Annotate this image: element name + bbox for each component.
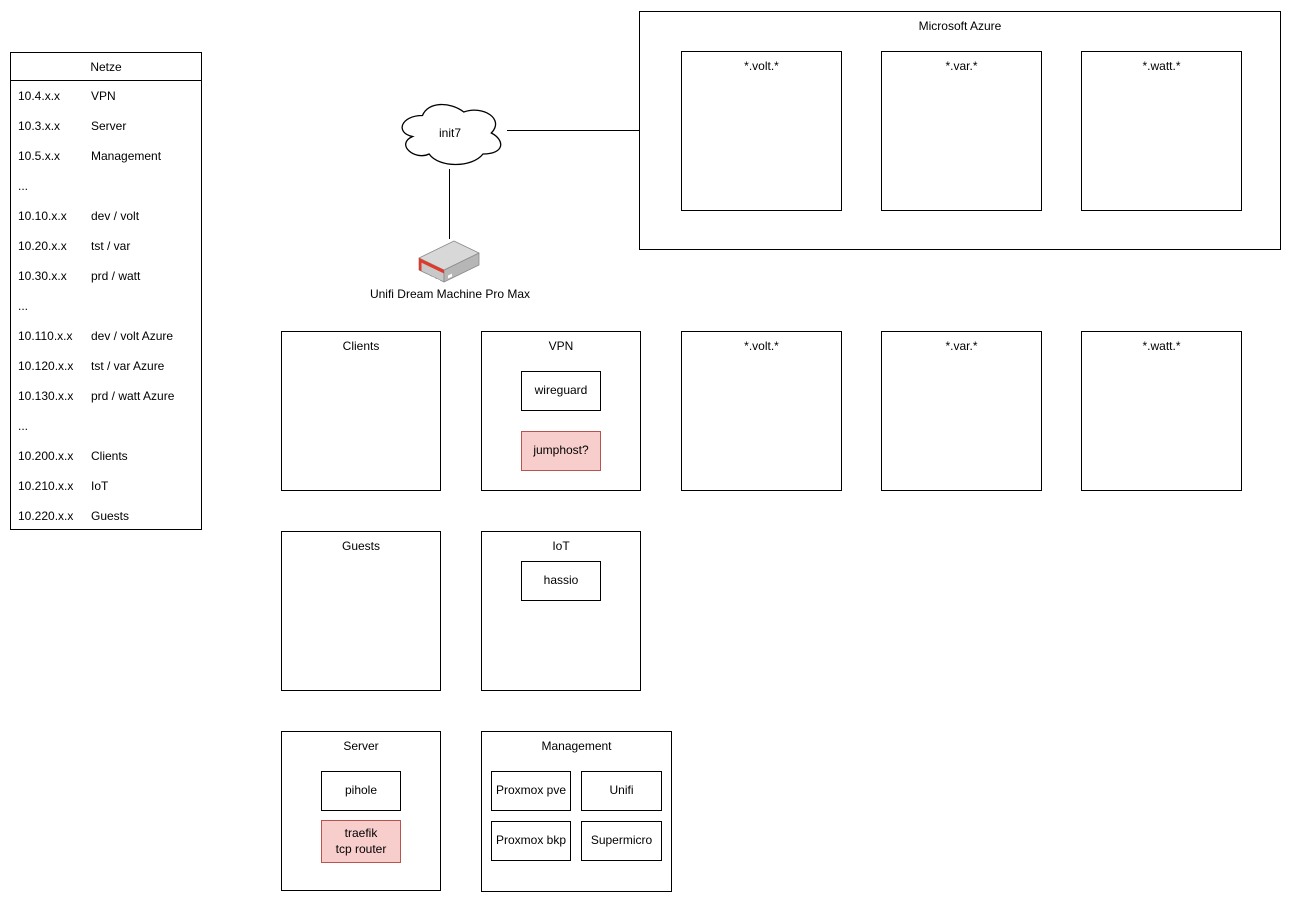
netze-table-body: 10.4.x.x VPN 10.3.x.x Server 10.5.x.x Managem… [11, 81, 201, 531]
zone-var: *.var.* [881, 331, 1042, 491]
netze-row-ip: 10.30.x.x [18, 269, 67, 283]
zone-volt-title: *.volt.* [744, 339, 779, 353]
netze-row-name: dev / volt [91, 209, 140, 223]
node-wireguard: wireguard [521, 371, 601, 411]
netze-row-name: VPN [91, 89, 116, 103]
netze-row: 10.120.x.x tst / var Azure [11, 351, 201, 381]
netze-row: 10.4.x.x VPN [11, 81, 201, 111]
node-pihole: pihole [321, 771, 401, 811]
azure-box-volt: *.volt.* [681, 51, 842, 211]
netze-row: 10.200.x.x Clients [11, 441, 201, 471]
zone-watt: *.watt.* [1081, 331, 1242, 491]
connector-cloud-to-router [449, 169, 450, 239]
node-unifi: Unifi [581, 771, 662, 811]
node-proxmox-bkp: Proxmox bkp [491, 821, 571, 861]
netze-row-ip: 10.4.x.x [18, 89, 61, 103]
zone-management: Management [481, 731, 672, 892]
netze-row-name: tst / var [91, 239, 131, 253]
zone-volt: *.volt.* [681, 331, 842, 491]
zone-watt-title: *.watt.* [1142, 339, 1181, 353]
netze-row: 10.5.x.x Management [11, 141, 201, 171]
netze-row: 10.3.x.x Server [11, 111, 201, 141]
netze-row-name: Clients [91, 449, 128, 463]
node-supermicro: Supermicro [581, 821, 662, 861]
zone-guests: Guests [281, 531, 441, 691]
zone-guests-title: Guests [341, 539, 380, 553]
router-label: Unifi Dream Machine Pro Max [369, 287, 531, 301]
node-proxmox-pve: Proxmox pve [491, 771, 571, 811]
node-hassio: hassio [521, 561, 601, 601]
netze-row-ip: 10.10.x.x [18, 209, 67, 223]
netze-row: 10.110.x.x dev / volt Azure [11, 321, 201, 351]
zone-iot-title: IoT [552, 539, 570, 553]
netze-row-name: dev / volt Azure [91, 329, 174, 343]
zone-vpn-title: VPN [548, 339, 574, 353]
netze-row: 10.30.x.x prd / watt [11, 261, 201, 291]
netze-row: 10.20.x.x tst / var [11, 231, 201, 261]
netze-row-ip: ... [18, 419, 29, 433]
zone-server: Server [281, 731, 441, 891]
netze-row: ... [11, 291, 201, 321]
netze-row-name: prd / watt Azure [91, 389, 175, 403]
zone-clients: Clients [281, 331, 441, 491]
internet-label: init7 [438, 126, 461, 140]
netze-row-ip: ... [18, 299, 29, 313]
netze-row-name: Server [91, 119, 127, 133]
node-traefik-tcp-router: traefik tcp router [321, 820, 401, 863]
zone-iot: IoT [481, 531, 641, 691]
zone-management-title: Management [541, 739, 612, 753]
netze-row: ... [11, 171, 201, 201]
router-icon [418, 240, 480, 283]
netze-row-ip: 10.5.x.x [18, 149, 61, 163]
netze-row-ip: 10.120.x.x [18, 359, 74, 373]
node-jumphost: jumphost? [521, 431, 601, 471]
netze-row-ip: 10.130.x.x [18, 389, 74, 403]
azure-box-var-title: *.var.* [945, 59, 978, 73]
internet-cloud: init7 [393, 96, 507, 170]
netze-row: 10.220.x.x Guests [11, 501, 201, 531]
netze-row-name: tst / var Azure [91, 359, 165, 373]
netze-table-title: Netze [11, 53, 201, 81]
netze-row: 10.130.x.x prd / watt Azure [11, 381, 201, 411]
zone-var-title: *.var.* [945, 339, 978, 353]
azure-box-volt-title: *.volt.* [744, 59, 779, 73]
cloud-icon [401, 103, 502, 166]
netze-row-ip: 10.220.x.x [18, 509, 74, 523]
netze-row-ip: 10.200.x.x [18, 449, 74, 463]
netze-row-name: Guests [91, 509, 130, 523]
netze-row-ip: 10.210.x.x [18, 479, 74, 493]
azure-box-watt: *.watt.* [1081, 51, 1242, 211]
netze-row-ip: 10.110.x.x [18, 329, 73, 343]
netze-row: ... [11, 411, 201, 441]
netze-row-ip: 10.20.x.x [18, 239, 67, 253]
azure-box-var: *.var.* [881, 51, 1042, 211]
azure-box-watt-title: *.watt.* [1142, 59, 1181, 73]
zone-clients-title: Clients [342, 339, 380, 353]
connector-cloud-to-azure [507, 130, 639, 131]
netze-row-ip: ... [18, 179, 29, 193]
netze-row-ip: 10.3.x.x [18, 119, 61, 133]
netze-row-name: IoT [91, 479, 109, 493]
netze-row: 10.210.x.x IoT [11, 471, 201, 501]
zone-server-title: Server [343, 739, 379, 753]
netze-row: 10.10.x.x dev / volt [11, 201, 201, 231]
netze-row-name: Management [91, 149, 162, 163]
netze-row-name: prd / watt [91, 269, 141, 283]
azure-title: Microsoft Azure [918, 19, 1002, 33]
netze-table: Netze 10.4.x.x VPN 10.3.x.x Server 10.5.x.x M… [10, 52, 202, 530]
